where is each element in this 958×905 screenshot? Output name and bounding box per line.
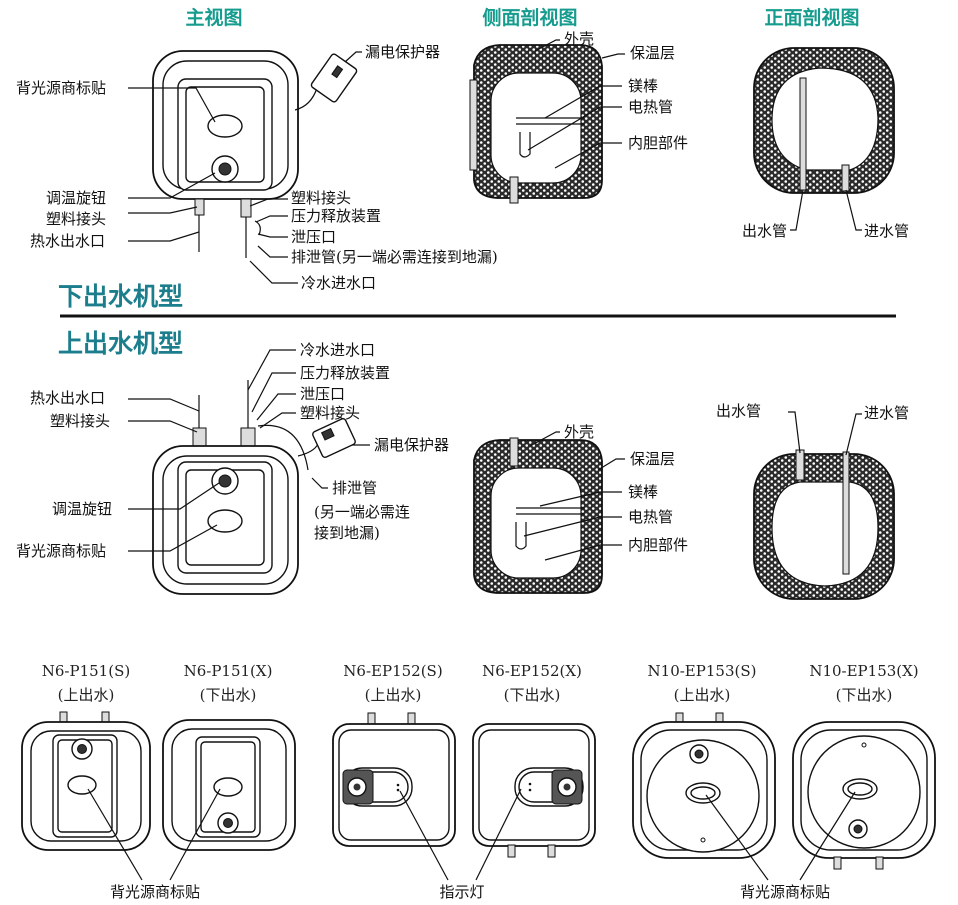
top-drain-pipe-label: 排泄管 <box>332 479 377 497</box>
model-type-6: (下出水) <box>836 686 893 704</box>
model-1-drawing <box>21 711 151 851</box>
model-3-drawing <box>332 712 456 847</box>
bottom-shell-label: 外壳 <box>564 30 594 48</box>
bottom-annotation-leaders <box>87 788 856 881</box>
top-backlight-logo-label: 背光源商标贴 <box>16 542 106 560</box>
top-relief-port-label: 泄压口 <box>300 385 345 403</box>
top-pressure-relief-label: 压力释放装置 <box>300 364 390 382</box>
top-shell-label: 外壳 <box>564 423 594 441</box>
logo-label-right: 背光源商标贴 <box>740 883 830 901</box>
model-type-3: (上出水) <box>365 686 422 704</box>
model-type-2: (下出水) <box>200 686 257 704</box>
bottom-outlet-pipe-leader <box>790 189 804 231</box>
front-section-title: 正面剖视图 <box>764 6 859 29</box>
model-name-2: N6-P151(X) <box>184 662 273 680</box>
bottom-leakage-protector-label: 漏电保护器 <box>365 43 440 61</box>
bottom-insulation-label: 保温层 <box>630 44 675 62</box>
bottom-inlet-pipe-label: 进水管 <box>864 222 909 240</box>
model-name-1: N6-P151(S) <box>42 662 130 680</box>
top-side-section <box>473 437 603 594</box>
model-name-3: N6-EP152(S) <box>343 662 442 680</box>
logo-label-left: 背光源商标贴 <box>110 883 200 901</box>
top-leakage-protector-label: 漏电保护器 <box>374 436 449 454</box>
top-drain-note-2: 接到地漏) <box>314 524 380 542</box>
bottom-front-section <box>753 47 895 194</box>
bottom-backlight-logo-label: 背光源商标贴 <box>16 79 106 97</box>
bottom-model-main-view <box>152 50 358 258</box>
top-temp-knob-label: 调温旋钮 <box>52 500 112 518</box>
bottom-tank-label: 内胆部件 <box>628 134 688 152</box>
top-outlet-pipe-label: 出水管 <box>716 402 761 420</box>
bottom-side-leaders <box>527 39 625 169</box>
top-side-leaders <box>523 431 625 561</box>
top-outlet-pipe-leader <box>788 411 801 454</box>
top-front-section <box>753 449 895 600</box>
top-tank-label: 内胆部件 <box>628 536 688 554</box>
top-main-leaders <box>128 349 370 552</box>
top-plastic-joint-left-label: 塑料接头 <box>50 412 110 430</box>
bottom-drain-pipe-label: 排泄管(另一端必需连接到地漏) <box>291 248 498 266</box>
top-outlet-section-title: 上出水机型 <box>58 329 183 358</box>
bottom-main-leaders <box>128 51 362 284</box>
model-4-drawing <box>472 723 596 858</box>
bottom-temp-knob-label: 调温旋钮 <box>46 189 106 207</box>
bottom-relief-port-label: 泄压口 <box>291 228 336 246</box>
top-inlet-pipe-label: 进水管 <box>864 404 909 422</box>
bottom-inlet-pipe-leader <box>845 189 862 231</box>
top-heater-label: 电热管 <box>628 508 673 526</box>
bottom-anode-label: 镁棒 <box>628 77 658 95</box>
model-type-5: (上出水) <box>674 686 731 704</box>
model-name-6: N10-EP153(X) <box>809 662 918 680</box>
top-anode-label: 镁棒 <box>628 483 658 501</box>
model-2-drawing <box>162 719 296 851</box>
top-model-main-view <box>152 380 356 595</box>
top-drain-note-1: (另一端必需连 <box>314 503 410 521</box>
bottom-side-section <box>469 44 603 204</box>
top-hot-outlet-label: 热水出水口 <box>30 389 105 407</box>
bottom-outlet-pipe-label: 出水管 <box>742 222 787 240</box>
model-type-4: (下出水) <box>504 686 561 704</box>
bottom-plastic-joint-left-label: 塑料接头 <box>46 210 106 228</box>
top-insulation-label: 保温层 <box>630 450 675 468</box>
bottom-cold-inlet-label: 冷水进水口 <box>301 274 376 292</box>
model-type-1: (上出水) <box>58 686 115 704</box>
bottom-outlet-section-title: 下出水机型 <box>58 282 183 311</box>
bottom-heater-label: 电热管 <box>628 98 673 116</box>
bottom-pressure-relief-label: 压力释放装置 <box>291 207 381 225</box>
bottom-hot-outlet-label: 热水出水口 <box>30 232 105 250</box>
model-6-drawing <box>792 721 936 870</box>
model-name-5: N10-EP153(S) <box>648 662 757 680</box>
bottom-plastic-joint-right-label: 塑料接头 <box>291 189 351 207</box>
top-inlet-pipe-leader <box>845 413 862 456</box>
main-view-title: 主视图 <box>185 6 242 29</box>
top-plastic-joint-right-label: 塑料接头 <box>300 404 360 422</box>
model-name-4: N6-EP152(X) <box>482 662 582 680</box>
model-5-drawing <box>632 712 776 859</box>
indicator-label: 指示灯 <box>439 883 484 901</box>
top-cold-inlet-label: 冷水进水口 <box>300 341 375 359</box>
side-section-title: 侧面剖视图 <box>482 6 577 29</box>
